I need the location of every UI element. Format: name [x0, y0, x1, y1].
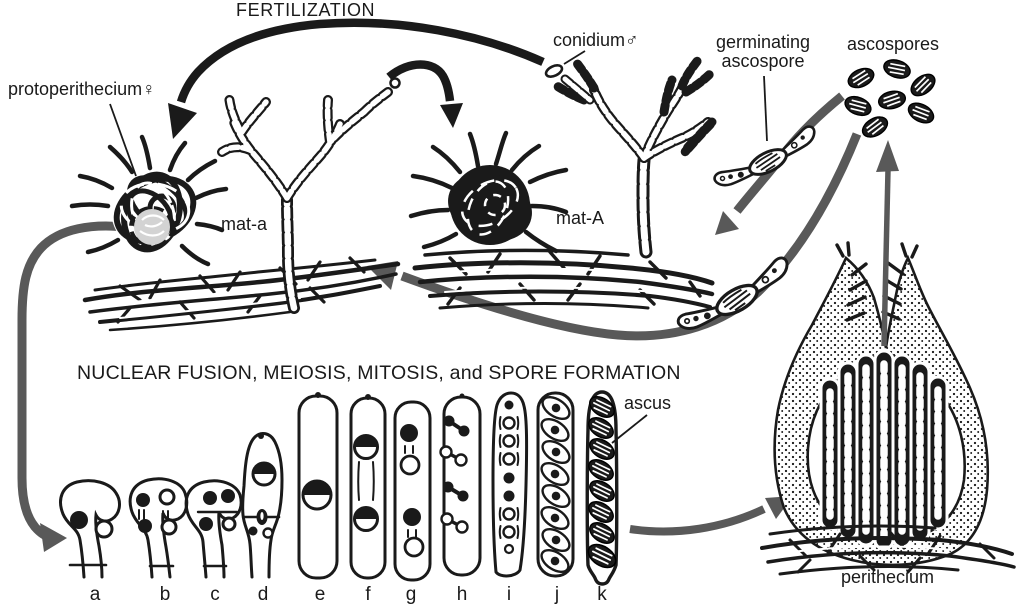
- ascospore-cluster: [841, 55, 940, 142]
- mat-A-hyphal-spikes: [408, 130, 569, 254]
- detached-conidium-bead: [389, 77, 401, 89]
- germinating-ascospore-mid: [673, 254, 798, 342]
- fertilization-heading: FERTILIZATION: [236, 0, 376, 20]
- germinating-ascospore-label-line1: germinating: [715, 32, 811, 52]
- ascus-stage-i: [491, 391, 529, 578]
- arrow-protoperithecium-to-ascus-series: [17, 221, 141, 552]
- stage-letter-d: d: [257, 584, 269, 605]
- mat-a-mycelium: [82, 256, 401, 332]
- ascus-stage-h: [439, 393, 482, 577]
- ascus-pointer-line: [611, 414, 648, 444]
- conidium-transfer-arrow: [386, 60, 463, 128]
- ascus-stage-g: [393, 400, 432, 582]
- arrow-perithecium-to-ascospores: [876, 140, 899, 347]
- protoperithecium-rim: [129, 206, 175, 248]
- conidiophore-mat-a: [217, 77, 401, 314]
- germinating-ascospore-label: germinating ascospore: [701, 33, 825, 71]
- ascus-stage-c: [184, 479, 243, 579]
- stage-letter-a: a: [89, 584, 101, 605]
- label-pointer-lines: [109, 50, 768, 444]
- ascus-stage-d: [241, 432, 284, 579]
- stage-letter-k: k: [597, 584, 607, 605]
- stage-letter-h: h: [456, 584, 468, 605]
- arrow-ascus-to-perithecium: [629, 496, 793, 536]
- protoperithecium-label: protoperithecium♀: [8, 79, 156, 99]
- stage-letter-e: e: [314, 584, 326, 605]
- perithecium-label: perithecium: [841, 567, 935, 587]
- mat-a-colony: [69, 134, 229, 267]
- mat-A-mycelium: [412, 248, 715, 310]
- germinating-ascospore-label-line2: ascospore: [721, 51, 805, 71]
- mat-A-colony: [408, 130, 569, 254]
- ascus-stage-e: [297, 392, 339, 580]
- stage-letter-f: f: [365, 584, 371, 605]
- stage-letter-c: c: [210, 584, 220, 605]
- asci-bundle: [819, 349, 949, 551]
- stage-letter-j: j: [554, 584, 560, 605]
- spore-formation-heading: NUCLEAR FUSION, MEIOSIS, MITOSIS, and SP…: [77, 362, 681, 384]
- ascus-stage-b: [128, 477, 189, 579]
- ascus-stage-k: [582, 390, 622, 586]
- germinating-ascospore-pointer-line: [763, 75, 768, 142]
- stage-letter-i: i: [506, 584, 512, 605]
- ascus-stage-f: [349, 394, 387, 580]
- ascus-stage-j: [536, 391, 575, 578]
- mat-a-label: mat-a: [221, 214, 268, 234]
- perithecium-base-mycelium: [760, 524, 1016, 576]
- protoperithecium-pointer-line: [109, 103, 137, 177]
- ascus-series: [59, 390, 622, 586]
- mat-a-hyphal-spikes: [69, 134, 229, 267]
- conidium-pointer-line: [563, 50, 586, 65]
- conidium-illustration: [544, 64, 595, 105]
- conidiophore-mat-A: [552, 55, 717, 259]
- perithecium-illustration: [760, 241, 1016, 576]
- ascus-label: ascus: [624, 393, 672, 413]
- mat-A-label: mat-A: [556, 208, 605, 228]
- fertilization-arrow: [168, 18, 545, 139]
- conidium-label: conidium♂: [553, 30, 639, 50]
- stage-letter-g: g: [405, 584, 417, 605]
- ascus-stage-a: [59, 479, 121, 579]
- stage-letter-b: b: [159, 584, 171, 605]
- ascospores-label: ascospores: [847, 34, 940, 54]
- dark-conidia-chains: [552, 55, 717, 157]
